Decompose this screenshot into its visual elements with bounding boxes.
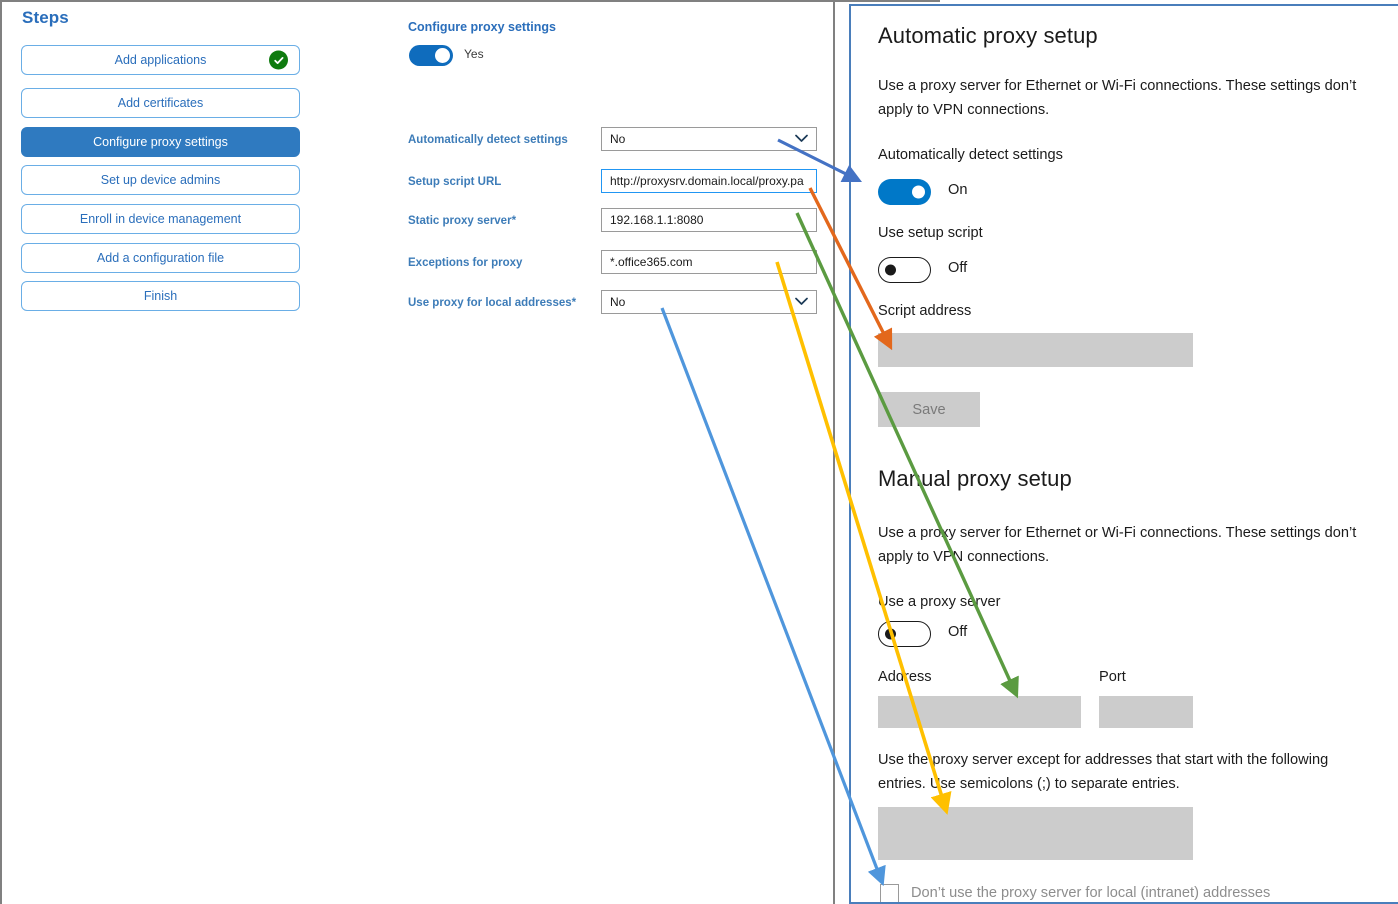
required-marker: * bbox=[511, 215, 517, 227]
proxy-exceptions-input[interactable] bbox=[878, 807, 1193, 860]
automatic-proxy-setup-description: Use a proxy server for Ethernet or Wi-Fi… bbox=[878, 78, 1357, 118]
toggle-knob bbox=[435, 48, 450, 63]
input-static-proxy-server[interactable]: 192.168.1.1:8080 bbox=[601, 208, 817, 232]
address-label: Address bbox=[878, 669, 932, 685]
use-a-proxy-server-state: Off bbox=[948, 624, 968, 640]
label-setup-script-url: Setup script URL bbox=[408, 176, 502, 188]
toggle-knob bbox=[885, 628, 896, 640]
form-heading: Configure proxy settings bbox=[408, 20, 556, 34]
save-button[interactable]: Save bbox=[878, 392, 980, 427]
step-label: Configure proxy settings bbox=[93, 135, 228, 149]
automatic-proxy-setup-heading: Automatic proxy setup bbox=[878, 23, 1098, 48]
sidebar-item-enroll-in-device-management[interactable]: Enroll in device management bbox=[21, 204, 300, 234]
check-circle-icon bbox=[269, 50, 288, 70]
automatically-detect-settings-state: On bbox=[948, 182, 968, 198]
sidebar-item-configure-proxy-settings[interactable]: Configure proxy settings bbox=[21, 127, 300, 157]
step-label: Enroll in device management bbox=[79, 212, 242, 226]
steps-title: Steps bbox=[22, 8, 69, 27]
proxy-exceptions-description: Use the proxy server except for addresse… bbox=[878, 752, 1329, 792]
sidebar-item-add-applications[interactable]: Add applications bbox=[21, 45, 300, 75]
label-static-proxy-server: Static proxy server* bbox=[408, 215, 517, 227]
bypass-local-addresses-checkbox[interactable] bbox=[880, 884, 899, 902]
step-label: Set up device admins bbox=[100, 173, 221, 187]
sidebar-item-add-certificates[interactable]: Add certificates bbox=[21, 88, 300, 118]
step-label: Add a configuration file bbox=[96, 251, 225, 265]
input-value: http://proxysrv.domain.local/proxy.pa bbox=[610, 174, 804, 188]
use-setup-script-label: Use setup script bbox=[878, 225, 983, 241]
input-exceptions-for-proxy[interactable]: *.office365.com bbox=[601, 250, 817, 274]
frame-top-border bbox=[0, 0, 940, 2]
sidebar-item-set-up-device-admins[interactable]: Set up device admins bbox=[21, 165, 300, 195]
manual-proxy-setup-heading: Manual proxy setup bbox=[878, 466, 1072, 491]
address-input[interactable] bbox=[878, 696, 1081, 728]
proxy-form-panel: Configure proxy settings Yes Automatical… bbox=[408, 20, 817, 314]
automatically-detect-settings-toggle[interactable] bbox=[878, 179, 931, 205]
select-use-proxy-for-local-addresses[interactable]: No bbox=[601, 290, 817, 314]
use-setup-script-state: Off bbox=[948, 260, 968, 276]
step-label: Finish bbox=[143, 289, 178, 303]
input-value: 192.168.1.1:8080 bbox=[610, 213, 704, 227]
sidebar-item-finish[interactable]: Finish bbox=[21, 281, 300, 311]
input-setup-script-url[interactable]: http://proxysrv.domain.local/proxy.pa bbox=[601, 169, 817, 193]
use-a-proxy-server-label: Use a proxy server bbox=[878, 594, 1001, 610]
windows-proxy-settings-panel: Automatic proxy setup Use a proxy server… bbox=[849, 4, 1398, 904]
select-value: No bbox=[610, 132, 626, 146]
script-address-label: Script address bbox=[878, 303, 972, 319]
label-use-proxy-for-local-addresses: Use proxy for local addresses* bbox=[408, 297, 577, 309]
bypass-local-addresses-label: Don’t use the proxy server for local (in… bbox=[911, 885, 1271, 901]
port-input[interactable] bbox=[1099, 696, 1193, 728]
configure-proxy-toggle-label: Yes bbox=[464, 47, 484, 61]
toggle-knob bbox=[912, 185, 925, 199]
automatically-detect-settings-label: Automatically detect settings bbox=[878, 147, 1063, 163]
configure-proxy-toggle[interactable] bbox=[409, 45, 453, 66]
select-value: No bbox=[610, 295, 626, 309]
sidebar-item-add-a-configuration-file[interactable]: Add a configuration file bbox=[21, 243, 300, 273]
required-marker: * bbox=[571, 297, 577, 309]
manual-proxy-setup-description: Use a proxy server for Ethernet or Wi-Fi… bbox=[878, 525, 1357, 565]
label-exceptions-for-proxy: Exceptions for proxy bbox=[408, 257, 523, 269]
toggle-knob bbox=[885, 264, 896, 276]
script-address-input[interactable] bbox=[878, 333, 1193, 367]
frame-left-border bbox=[0, 0, 2, 904]
select-automatically-detect-settings[interactable]: No bbox=[601, 127, 817, 151]
use-a-proxy-server-toggle[interactable] bbox=[878, 621, 931, 647]
port-label: Port bbox=[1099, 669, 1126, 685]
step-label: Add applications bbox=[114, 53, 207, 67]
input-value: *.office365.com bbox=[610, 255, 693, 269]
step-label: Add certificates bbox=[117, 96, 204, 110]
panel-divider bbox=[833, 2, 835, 904]
use-setup-script-toggle[interactable] bbox=[878, 257, 931, 283]
chevron-down-icon bbox=[795, 132, 808, 146]
chevron-down-icon bbox=[795, 295, 808, 309]
label-automatically-detect-settings: Automatically detect settings bbox=[408, 134, 568, 146]
steps-panel: Steps Add applications Add certificates … bbox=[0, 0, 330, 904]
